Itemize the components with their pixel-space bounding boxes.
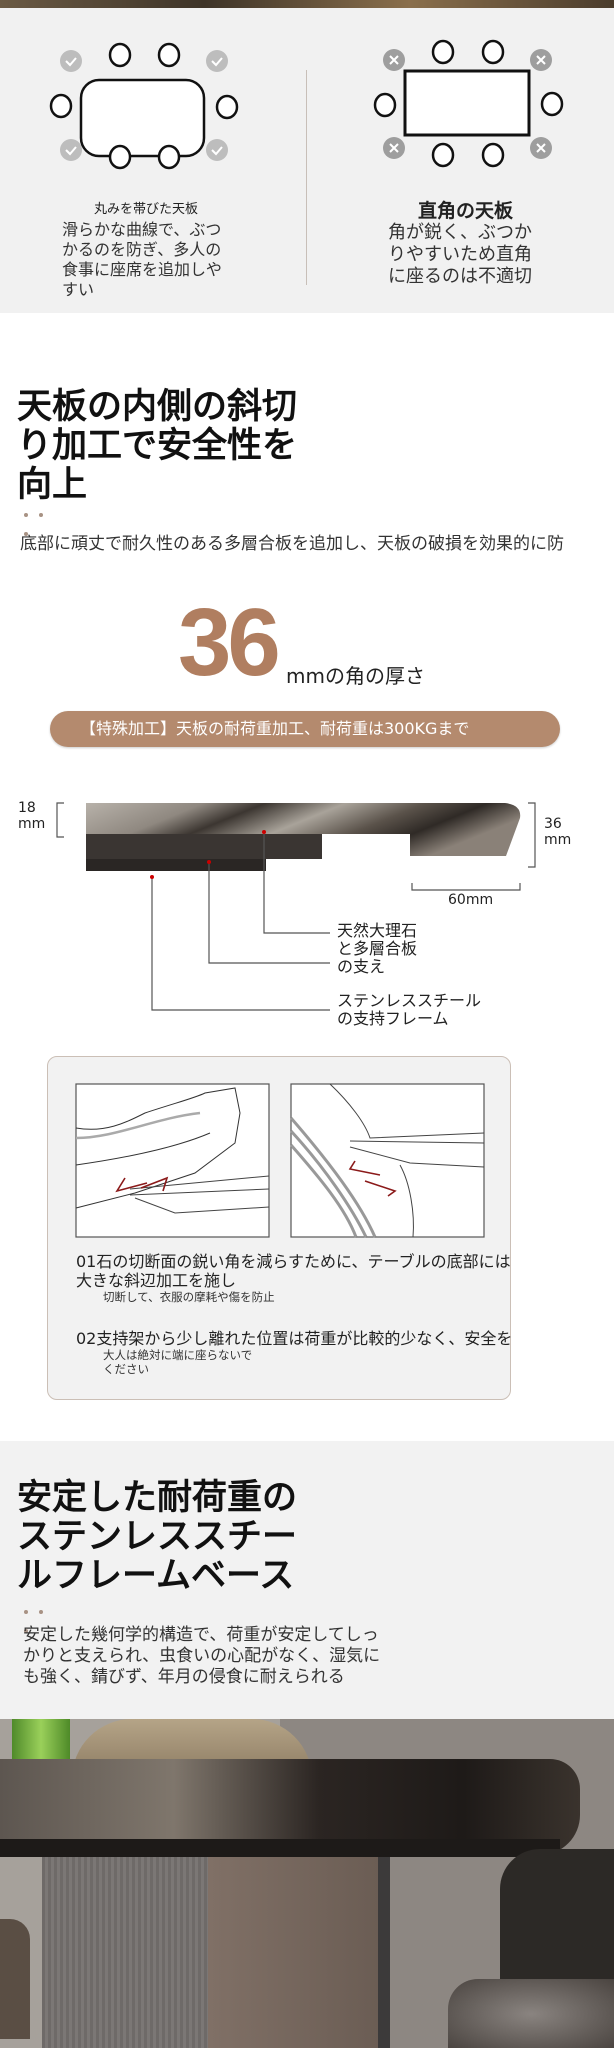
point-2-sub: 大人は絶対に端に座らないで ください	[103, 1348, 252, 1376]
line: ください	[103, 1362, 149, 1376]
cross-section-diagram	[56, 802, 536, 1011]
thickness-value: 36	[178, 589, 281, 696]
dots-decoration	[24, 1599, 64, 1633]
square-title: 直角の天板	[418, 200, 514, 222]
line: 安定した幾何学的構造で、荷重が安定してしっ	[23, 1625, 379, 1645]
rounded-title: 丸みを帯びた天板	[94, 202, 199, 217]
dim-unit: mm	[544, 832, 572, 848]
dim-value: 18	[18, 800, 36, 816]
callout-marble: 天然大理石 と多層合板 の支え	[337, 922, 417, 976]
line: と多層合板	[337, 939, 418, 958]
steel-frame-layer	[86, 859, 266, 871]
dots-decoration	[24, 502, 64, 536]
line: すい	[62, 280, 95, 299]
frame-section: 安定した耐荷重の ステンレススチー ルフレームベース 安定した幾何学的構造で、荷…	[0, 1441, 614, 1721]
sleeve-illustration	[75, 1083, 270, 1238]
point-1-sub: 切断して、衣服の摩耗や傷を防止	[103, 1290, 275, 1304]
safety-card: 01石の切断面の鋭い角を減らすために、テーブルの底部には 大きな斜辺加工を施し …	[47, 1056, 512, 1400]
line: 大きな斜辺加工を施し	[76, 1271, 237, 1290]
frame-title: 安定した耐荷重の ステンレススチー ルフレームベース	[17, 1479, 297, 1596]
square-table-icon	[403, 69, 531, 137]
line: 食事に座席を追加しや	[62, 260, 222, 279]
title-line: ルフレームベース	[17, 1556, 295, 1596]
comparison-section: 丸みを帯びた天板 滑らかな曲線で、ぶつ かるのを防ぎ、多人の 食事に座席を追加し…	[0, 8, 614, 313]
dim-36mm: 36 mm	[544, 816, 571, 848]
line: 01石の切断面の鋭い角を減らすために、テーブルの底部には	[76, 1252, 511, 1271]
rounded-text: 滑らかな曲線で、ぶつ かるのを防ぎ、多人の 食事に座席を追加しや すい	[62, 220, 222, 300]
line: に座るのは不適切	[388, 266, 532, 287]
marble-slab	[86, 803, 521, 856]
check-icon	[60, 50, 228, 161]
line: りやすいため直角	[388, 244, 532, 265]
seating-diagrams	[49, 39, 564, 170]
title-line: 安定した耐荷重の	[17, 1478, 298, 1518]
dim-18mm: 18 mm	[18, 800, 45, 832]
thickness-label: mmの角の厚さ	[286, 664, 425, 688]
bevel-body: 底部に頑丈で耐久性のある多層合板を追加し、天板の破損を効果的に防	[20, 534, 564, 554]
line: ステンレススチール	[337, 991, 482, 1010]
line: の支持フレーム	[337, 1009, 449, 1028]
dim-60mm: 60mm	[448, 892, 494, 908]
divider	[306, 70, 307, 285]
rounded-table-icon	[79, 78, 206, 158]
title-line: り加工で安全性を	[17, 426, 298, 466]
line: 天然大理石	[337, 921, 418, 940]
table-edge-illustration	[290, 1083, 485, 1238]
top-photo-strip	[0, 0, 614, 8]
line: も強く、錆びず、年月の侵食に耐えられる	[23, 1667, 345, 1687]
callout-steel: ステンレススチール の支持フレーム	[337, 992, 481, 1028]
line: かりと支えられ、虫食いの心配がなく、湿気に	[23, 1646, 381, 1666]
special-process-badge: 【特殊加工】天板の耐荷重加工、耐荷重は300KGまで	[50, 711, 560, 747]
line: 大人は絶対に端に座らないで	[103, 1348, 253, 1362]
point-2: 02支持架から少し離れた位置は荷重が比較的少なく、安全を確保する	[76, 1329, 512, 1348]
title-line: 向上	[17, 465, 88, 505]
product-photo	[0, 1719, 614, 2048]
dim-value: 36	[544, 816, 562, 832]
title-line: 天板の内側の斜切	[17, 387, 298, 427]
line: 滑らかな曲線で、ぶつ	[62, 220, 222, 239]
line: かるのを防ぎ、多人の	[62, 240, 222, 259]
point-1: 01石の切断面の鋭い角を減らすために、テーブルの底部には 大きな斜辺加工を施し	[76, 1252, 511, 1290]
bevel-title: 天板の内側の斜切 り加工で安全性を 向上	[17, 388, 297, 505]
dim-unit: mm	[18, 816, 46, 832]
plywood-layer	[86, 834, 322, 859]
frame-body: 安定した幾何学的構造で、荷重が安定してしっ かりと支えられ、虫食いの心配がなく、…	[23, 1625, 380, 1688]
title-line: ステンレススチー	[17, 1517, 298, 1557]
square-text: 角が鋭く、ぶつか りやすいため直角 に座るのは不適切	[388, 222, 532, 288]
line: の支え	[337, 957, 386, 976]
line: 角が鋭く、ぶつか	[388, 222, 532, 243]
